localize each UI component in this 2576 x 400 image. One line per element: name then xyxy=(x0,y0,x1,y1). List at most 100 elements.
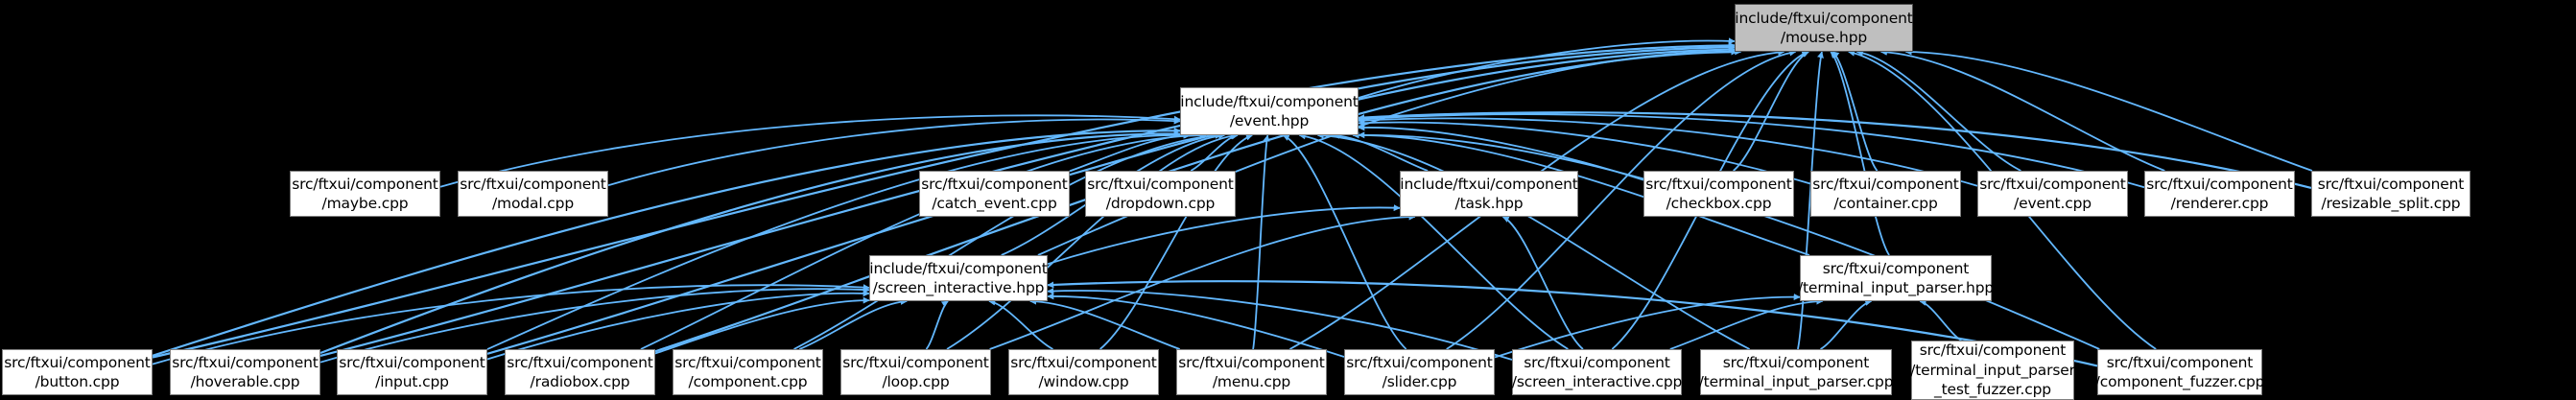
graph-edge-loop_cpp-to-task_hpp xyxy=(989,213,1416,350)
graph-node-radiobox_cpp[interactable]: src/ftxui/component/radiobox.cpp xyxy=(505,349,655,395)
node-label-line1: src/ftxui/component xyxy=(921,175,1068,193)
node-label-line1: include/ftxui/component xyxy=(1180,92,1359,110)
graph-node-maybe_cpp[interactable]: src/ftxui/component/maybe.cpp xyxy=(290,171,440,217)
node-label-line1: src/ftxui/component xyxy=(1010,353,1157,371)
graph-edge-screen_interactive_cpp-to-terminal_input_parser_hpp xyxy=(1669,297,1824,350)
node-label-line1: src/ftxui/component xyxy=(1822,259,1970,277)
graph-edge-input_cpp-to-event_hpp xyxy=(486,131,1192,350)
node-label-line2: /screen_interactive.hpp xyxy=(872,279,1045,296)
graph-edge-slider_cpp-to-event_hpp xyxy=(1282,134,1407,350)
graph-edge-screen_interactive_hpp-to-mouse_hpp xyxy=(1037,48,1742,256)
graph-edge-menu_cpp-to-event_hpp xyxy=(1252,134,1270,350)
graph-node-hoverable_cpp[interactable]: src/ftxui/component/hoverable.cpp xyxy=(170,349,320,395)
node-label-line1: src/ftxui/component xyxy=(1979,175,2126,193)
graph-node-container_cpp[interactable]: src/ftxui/component/container.cpp xyxy=(1810,171,1961,217)
node-label-line2: /hoverable.cpp xyxy=(190,373,300,390)
graph-edge-component_fuzzer_cpp-to-event_hpp xyxy=(1352,131,2100,350)
graph-edge-window_cpp-to-event_hpp xyxy=(1099,133,1253,350)
node-label-line1: src/ftxui/component xyxy=(1812,175,1959,193)
node-label-line2: /component_fuzzer.cpp xyxy=(2094,373,2265,390)
node-label-line1: src/ftxui/component xyxy=(339,353,485,371)
node-label-line2: /catch_event.cpp xyxy=(932,195,1057,212)
node-label-line1: src/ftxui/component xyxy=(1178,353,1325,371)
graph-node-mouse_hpp[interactable]: include/ftxui/component/mouse.hpp xyxy=(1735,4,1913,52)
graph-node-loop_cpp[interactable]: src/ftxui/component/loop.cpp xyxy=(840,349,991,395)
node-label-line2: /window.cpp xyxy=(1038,373,1129,390)
graph-edge-slider_cpp-to-screen_interactive_hpp xyxy=(1047,293,1345,358)
graph-edge-checkbox_cpp-to-mouse_hpp xyxy=(1733,51,1809,172)
graph-edge-screen_interactive_cpp-to-event_hpp xyxy=(1298,132,1569,350)
node-label-line2: /input.cpp xyxy=(375,373,449,390)
graph-node-screen_interactive_cpp[interactable]: src/ftxui/component/screen_interactive.c… xyxy=(1512,349,1682,395)
node-label-line2: /dropdown.cpp xyxy=(1105,195,1216,212)
node-label-line2: /maybe.cpp xyxy=(321,195,409,212)
node-label-line2: /modal.cpp xyxy=(491,195,575,212)
node-label-line2: /screen_interactive.cpp xyxy=(1511,373,1683,390)
node-label-line1: src/ftxui/component xyxy=(1346,353,1493,371)
graph-edge-hoverable_cpp-to-event_hpp xyxy=(319,130,1181,355)
graph-node-slider_cpp[interactable]: src/ftxui/component/slider.cpp xyxy=(1344,349,1495,395)
graph-edge-terminal_input_parser_cpp-to-event_hpp xyxy=(1316,131,1751,350)
graph-edge-task_hpp-to-event_hpp xyxy=(1332,131,1429,172)
node-label-line2: /component.cpp xyxy=(688,373,808,390)
node-label-line2: /container.cpp xyxy=(1833,195,1938,212)
graph-node-window_cpp[interactable]: src/ftxui/component/window.cpp xyxy=(1008,349,1159,395)
graph-edge-renderer_cpp-to-mouse_hpp xyxy=(1879,48,2165,172)
node-label-line1: include/ftxui/component xyxy=(1735,9,1913,27)
graph-edge-event_cpp-to-mouse_hpp xyxy=(1855,49,2021,172)
graph-node-component_fuzzer_cpp[interactable]: src/ftxui/component/component_fuzzer.cpp xyxy=(2094,349,2265,395)
node-label-line1: include/ftxui/component xyxy=(1400,175,1578,193)
node-label-line2: /loop.cpp xyxy=(882,373,950,390)
graph-edge-button_cpp-to-event_hpp xyxy=(152,127,1181,357)
graph-node-resizable_split_cpp[interactable]: src/ftxui/component/resizable_split.cpp xyxy=(2311,171,2470,217)
graph-node-button_cpp[interactable]: src/ftxui/component/button.cpp xyxy=(2,349,153,395)
node-label-line1: src/ftxui/component xyxy=(1524,353,1670,371)
graph-node-screen_interactive_hpp[interactable]: include/ftxui/component/screen_interacti… xyxy=(869,255,1048,301)
graph-node-task_hpp[interactable]: include/ftxui/component/task.hpp xyxy=(1400,171,1578,217)
node-label-line1: include/ftxui/component xyxy=(869,259,1048,277)
graph-node-renderer_cpp[interactable]: src/ftxui/component/renderer.cpp xyxy=(2144,171,2295,217)
graph-node-menu_cpp[interactable]: src/ftxui/component/menu.cpp xyxy=(1176,349,1327,395)
node-label-line1: src/ftxui/component xyxy=(1919,341,2067,360)
graph-node-tip_test_fuzzer_cpp[interactable]: src/ftxui/component/terminal_input_parse… xyxy=(1910,341,2075,400)
node-label-line2: /event.cpp xyxy=(2014,195,2092,212)
node-label-line1: src/ftxui/component xyxy=(2317,175,2465,193)
graph-edge-resizable_split_cpp-to-mouse_hpp xyxy=(1904,48,2313,172)
graph-node-terminal_input_parser_hpp[interactable]: src/ftxui/component/terminal_input_parse… xyxy=(1798,255,1994,301)
node-label-line1: src/ftxui/component xyxy=(2146,175,2293,193)
graph-node-component_cpp[interactable]: src/ftxui/component/component.cpp xyxy=(673,349,823,395)
graph-edge-catch_event_cpp-to-event_hpp xyxy=(1069,131,1191,173)
graph-edge-component_cpp-to-screen_interactive_hpp xyxy=(798,297,908,350)
node-label-line2: /terminal_input_parser xyxy=(1910,361,2075,379)
node-label-line2: /resizable_split.cpp xyxy=(2321,195,2461,212)
graph-edge-radiobox_cpp-to-event_hpp xyxy=(640,131,1207,350)
graph-node-event_hpp[interactable]: include/ftxui/component/event.hpp xyxy=(1180,87,1359,135)
graph-node-input_cpp[interactable]: src/ftxui/component/input.cpp xyxy=(337,349,487,395)
graph-node-event_cpp[interactable]: src/ftxui/component/event.cpp xyxy=(1977,171,2128,217)
graph-edge-terminal_input_parser_cpp-to-terminal_input_parser_hpp xyxy=(1820,298,1873,350)
node-label-line1: src/ftxui/component xyxy=(172,353,319,371)
graph-node-modal_cpp[interactable]: src/ftxui/component/modal.cpp xyxy=(458,171,608,217)
node-label-line1: src/ftxui/component xyxy=(507,353,653,371)
node-label-line1: src/ftxui/component xyxy=(460,175,606,193)
node-label-line1: src/ftxui/component xyxy=(2106,353,2254,371)
node-label-line2: /radiobox.cpp xyxy=(530,373,630,390)
node-label-line1: src/ftxui/component xyxy=(842,353,989,371)
graph-node-checkbox_cpp[interactable]: src/ftxui/component/checkbox.cpp xyxy=(1643,171,1794,217)
node-label-line2: /mouse.hpp xyxy=(1780,29,1868,46)
node-label-line2: /checkbox.cpp xyxy=(1666,195,1772,212)
node-label-line3: _test_fuzzer.cpp xyxy=(1933,381,2052,399)
node-label-line2: /task.hpp xyxy=(1454,195,1524,212)
graph-edge-dropdown_cpp-to-event_hpp xyxy=(1190,132,1239,172)
graph-node-dropdown_cpp[interactable]: src/ftxui/component/dropdown.cpp xyxy=(1085,171,1236,217)
node-label-line2: /menu.cpp xyxy=(1212,373,1291,390)
node-label-line1: src/ftxui/component xyxy=(674,353,821,371)
graph-node-catch_event_cpp[interactable]: src/ftxui/component/catch_event.cpp xyxy=(919,171,1070,217)
graph-edge-menu_cpp-to-screen_interactive_hpp xyxy=(1029,297,1181,350)
node-label-line2: /renderer.cpp xyxy=(2170,195,2269,212)
graph-edge-container_cpp-to-mouse_hpp xyxy=(1832,51,1879,172)
graph-node-terminal_input_parser_cpp[interactable]: src/ftxui/component/terminal_input_parse… xyxy=(1699,349,1894,395)
node-label-line2: /slider.cpp xyxy=(1382,373,1457,390)
graph-edge-tip_test_fuzzer_cpp-to-terminal_input_parser_hpp xyxy=(1919,299,1962,341)
